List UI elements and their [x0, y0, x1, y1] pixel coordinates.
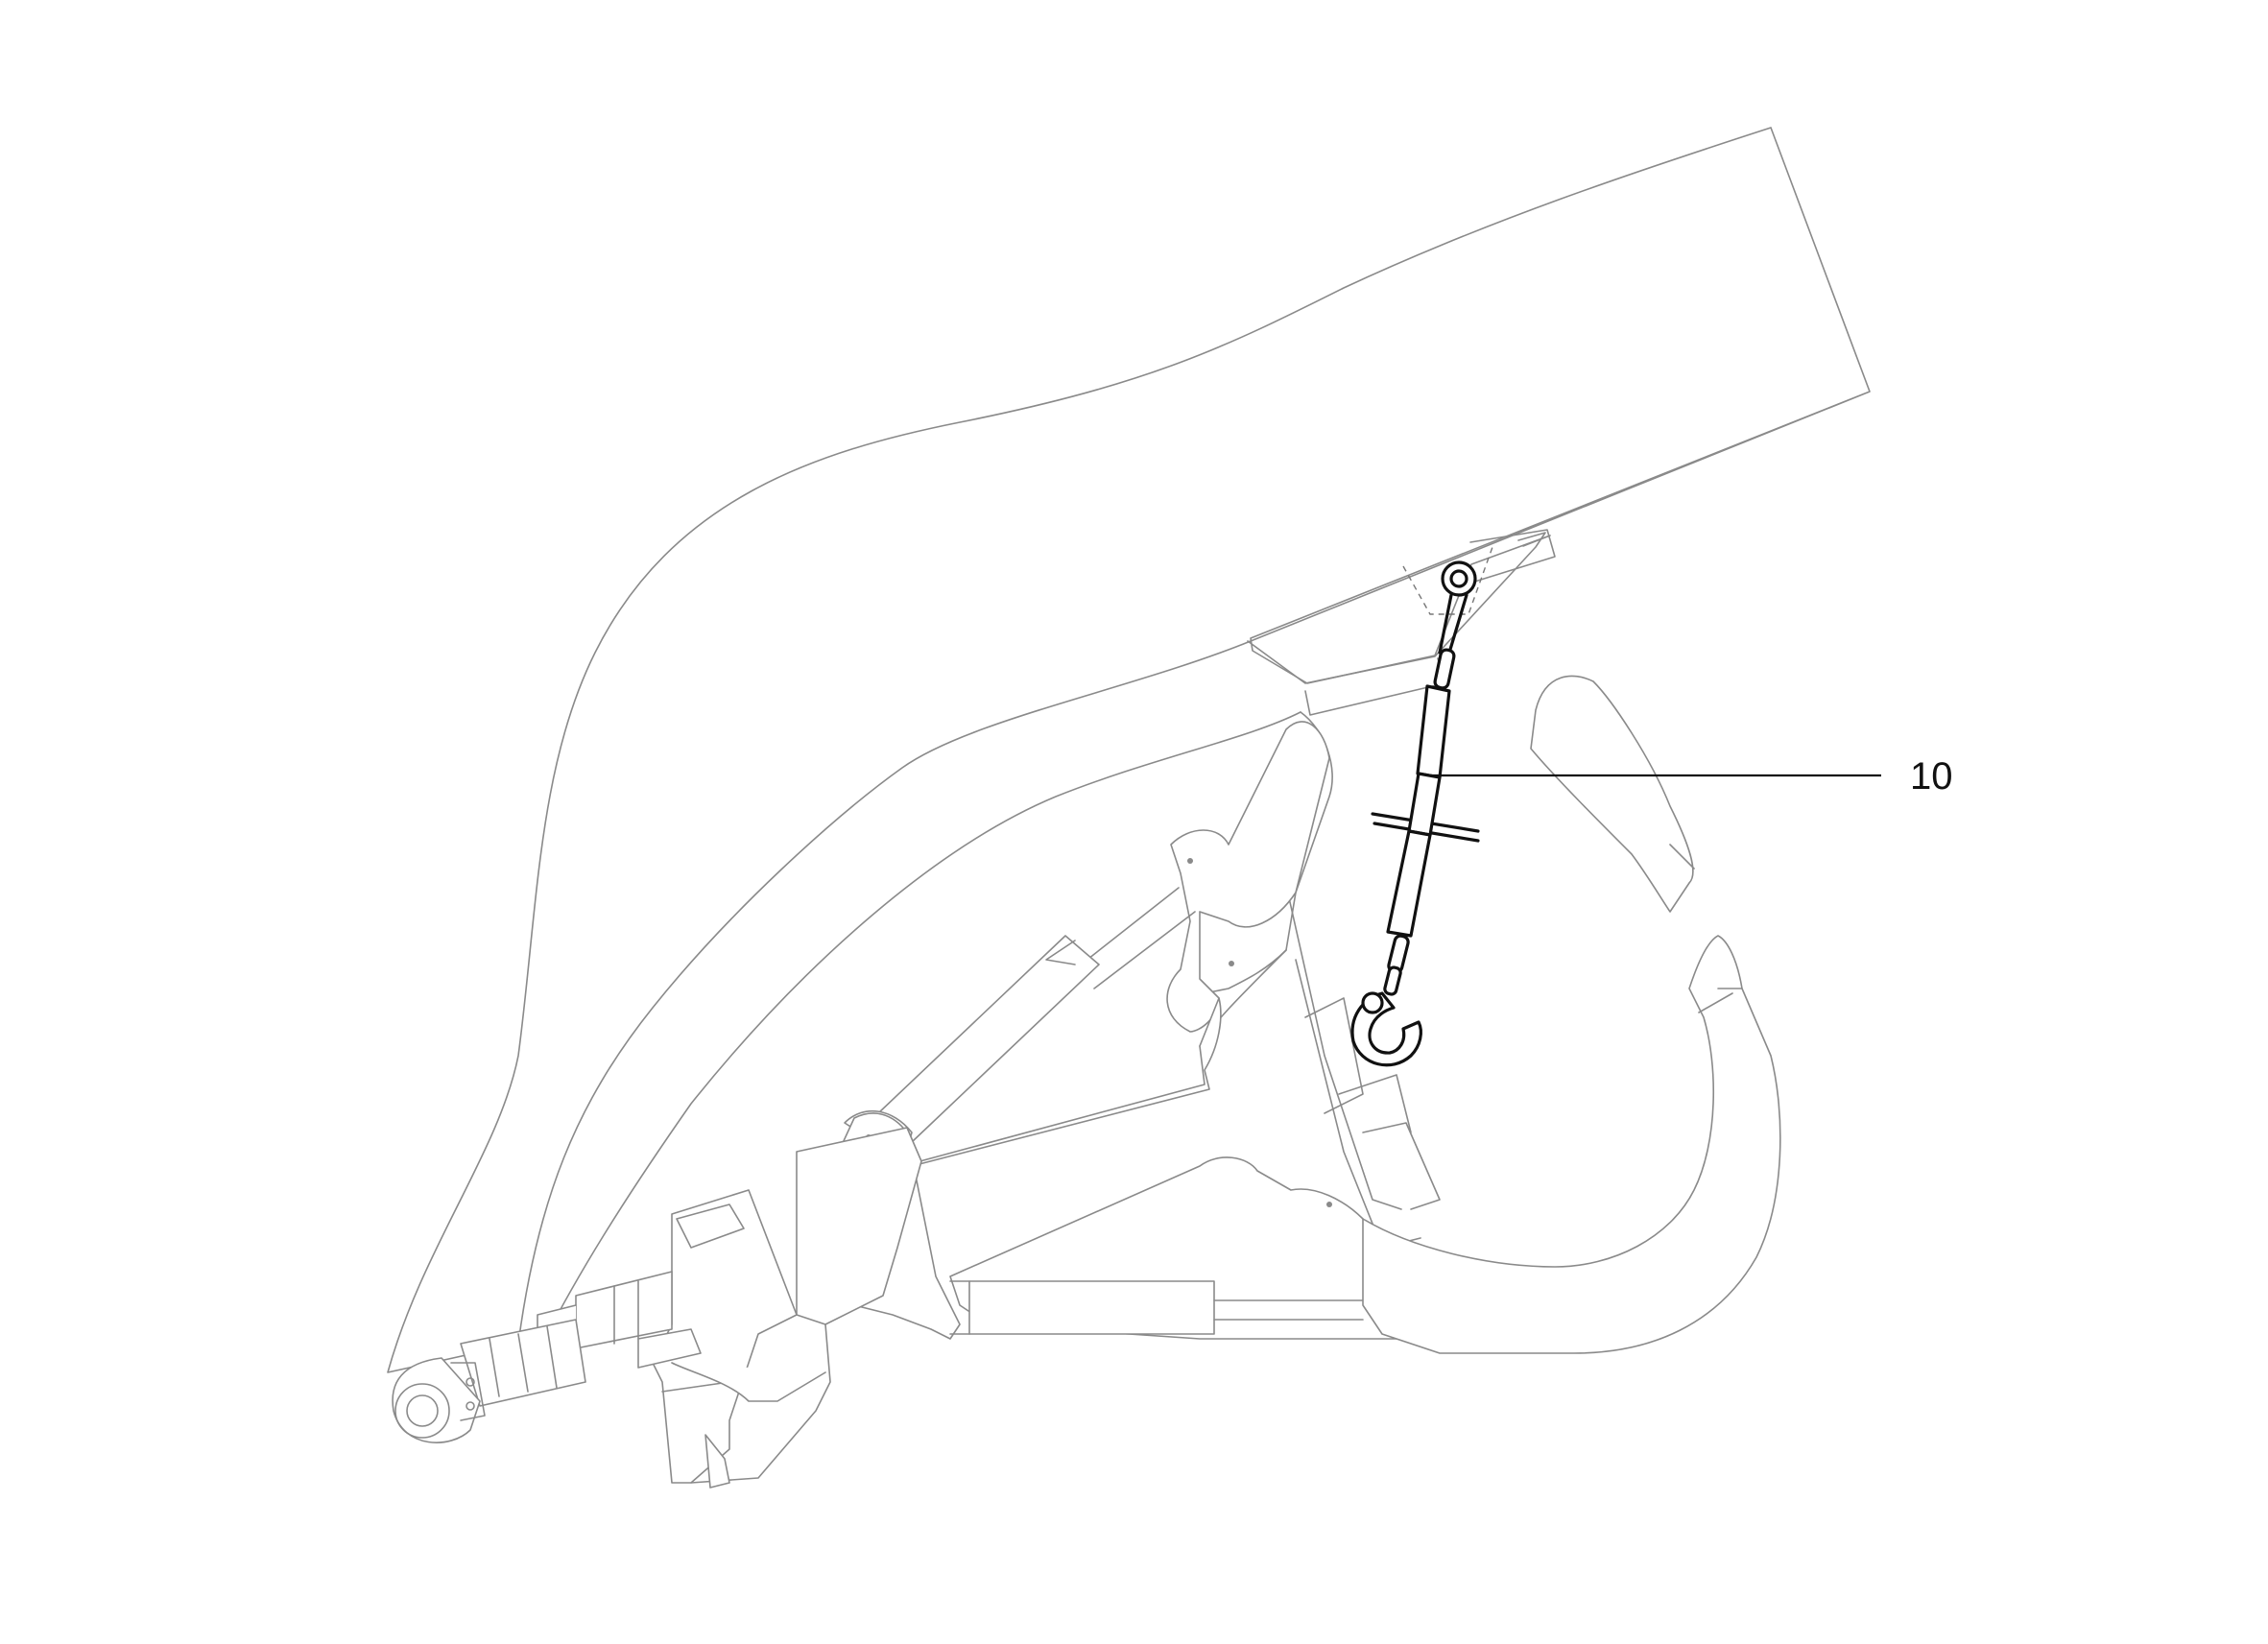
turnbuckle-chain: [1350, 546, 1493, 1067]
callout-10: 10: [1430, 755, 1953, 798]
upper-hydraulic-cylinder: [877, 887, 1196, 1172]
rotator-assembly: [392, 1127, 922, 1489]
callout-label: 10: [1910, 755, 1953, 798]
boom-arm: [387, 127, 1871, 1373]
attachment-frame: [537, 711, 1441, 1354]
grab-jaw: [1362, 675, 1781, 1354]
lower-hydraulic-cylinder: [949, 1280, 1364, 1335]
